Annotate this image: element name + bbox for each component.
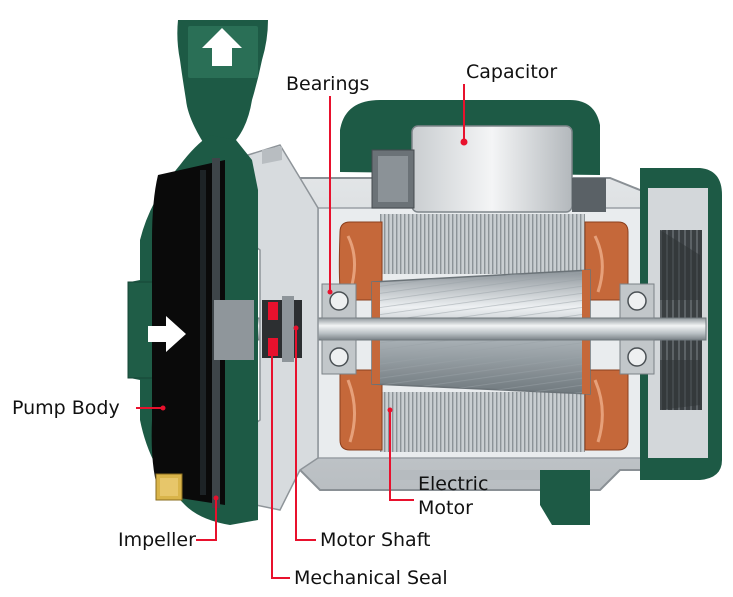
leader-electric-motor [389,412,414,501]
label-bearings: Bearings [286,73,369,95]
leader-lines [136,84,465,579]
label-electric-motor-line2: Motor [418,497,473,519]
label-motor-shaft: Motor Shaft [320,529,431,551]
label-capacitor: Capacitor [466,61,557,83]
label-mechanical-seal: Mechanical Seal [294,567,448,589]
label-pump-body: Pump Body [12,397,120,419]
capacitor-marker [460,138,468,146]
label-impeller: Impeller [118,529,196,551]
leader-mechanical-seal [271,346,290,579]
capacitor [371,125,606,213]
arrow-right-icon [148,316,186,352]
copper-windings [338,221,629,451]
bearings [321,283,655,375]
leader-impeller [196,500,217,541]
label-electric-motor-line1: Electric [418,473,488,495]
pump-body [127,20,268,525]
arrow-up-icon [202,28,242,66]
stator [380,214,585,452]
leader-motor-shaft [295,328,316,541]
labels: Bearings Capacitor Pump Body Impeller Mo… [12,61,557,589]
